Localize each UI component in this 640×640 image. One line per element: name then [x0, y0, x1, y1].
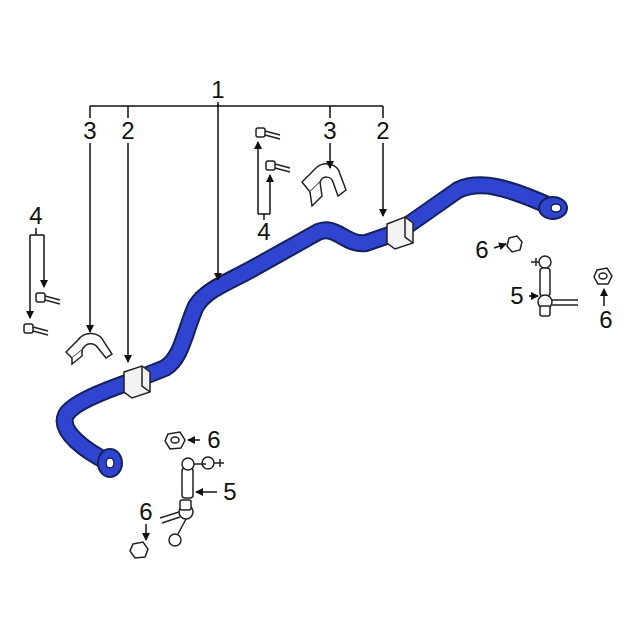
callout-number: 3 [322, 119, 337, 143]
callout-number: 6 [138, 500, 153, 524]
stabilizer-link [160, 256, 578, 546]
callout-number: 6 [474, 238, 489, 262]
stabilizer-bar [65, 185, 567, 477]
bolt [24, 128, 290, 335]
callout-number: 6 [206, 428, 221, 452]
callout-number: 2 [120, 119, 135, 143]
callout-number: 4 [256, 220, 271, 244]
callout-number: 5 [509, 284, 524, 308]
bushing [124, 217, 413, 398]
nut [130, 236, 612, 558]
callout-number: 2 [375, 119, 390, 143]
callout-number: 5 [222, 480, 237, 504]
bushing-bracket [66, 164, 346, 364]
callout-number: 1 [210, 78, 225, 102]
leader-line [30, 90, 604, 540]
callout-number: 4 [28, 204, 43, 228]
callout-number: 6 [598, 308, 613, 332]
callout-number: 3 [82, 119, 97, 143]
